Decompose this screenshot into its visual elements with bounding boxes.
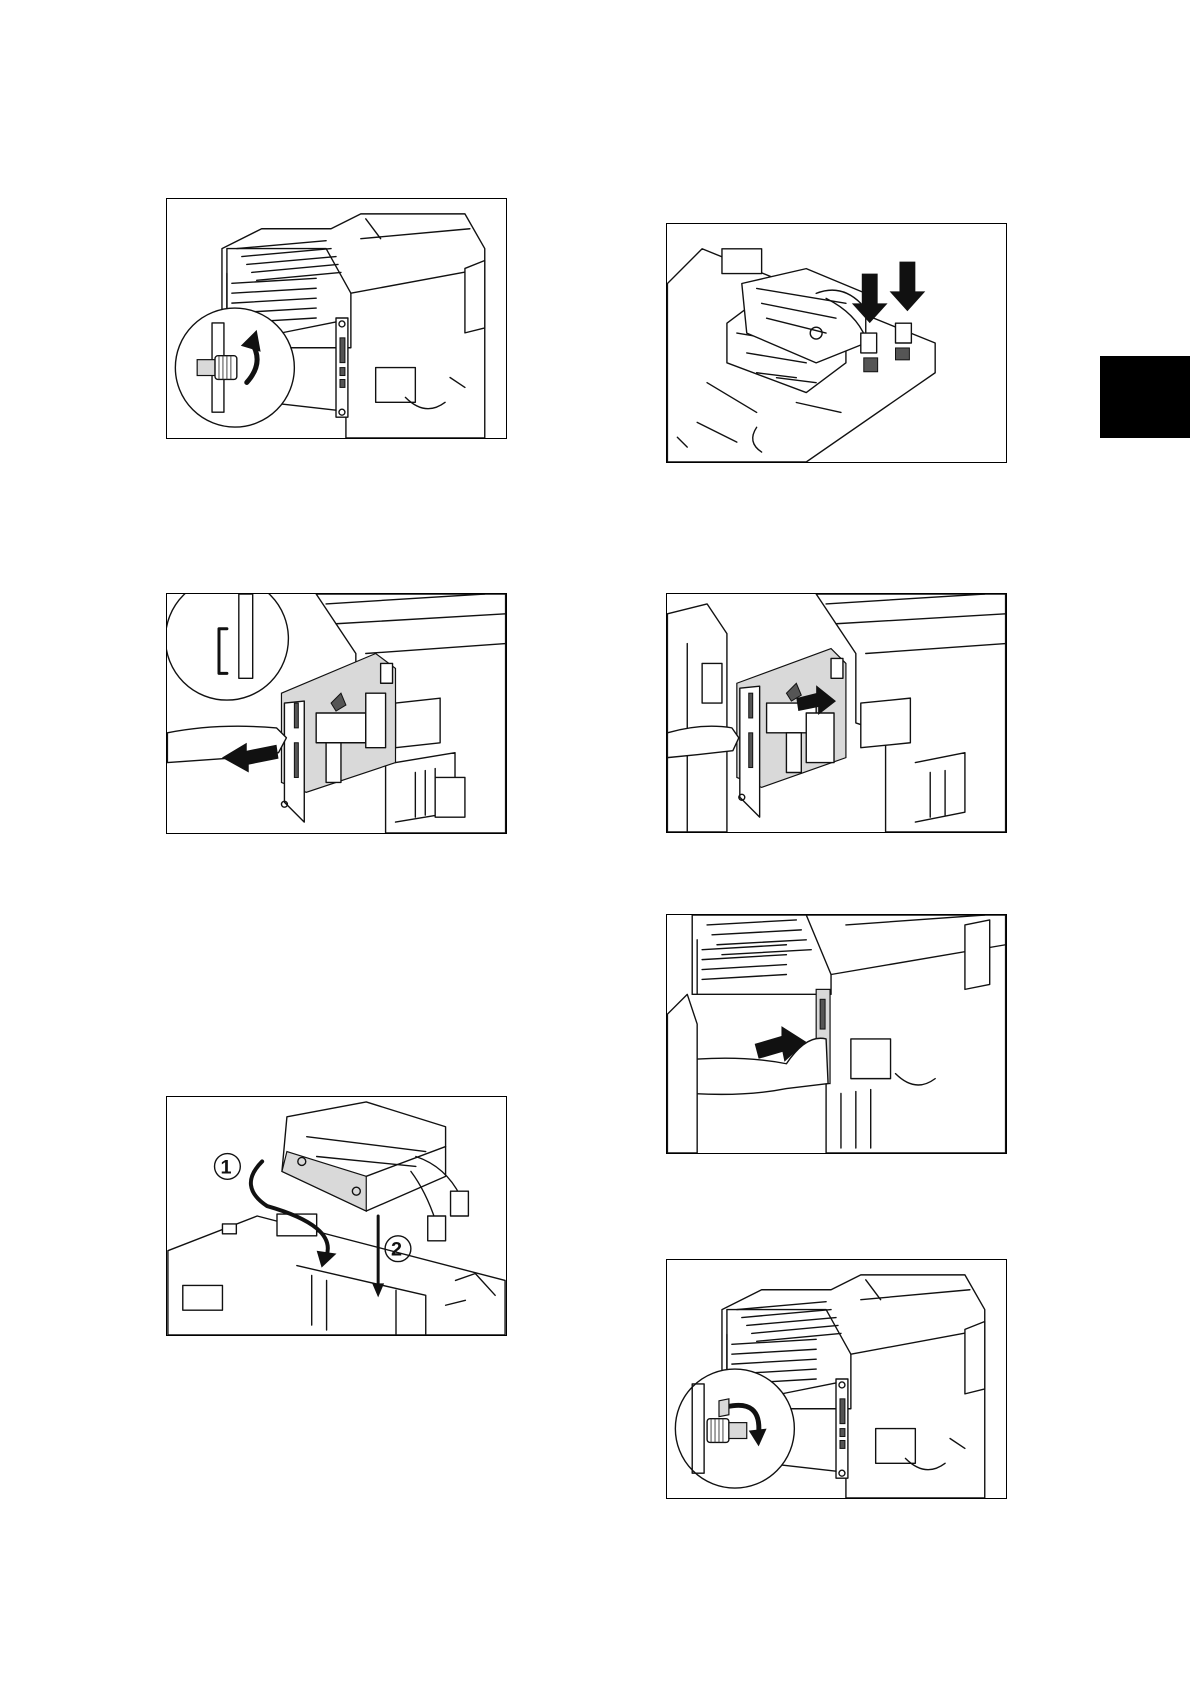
thumbscrew-icon [707, 1419, 747, 1443]
hdd-installation-illustration: 1 2 [167, 1097, 506, 1335]
step-1-label: 1 [215, 1154, 241, 1180]
down-arrow-icon [890, 262, 926, 312]
chapter-index-tab [1100, 356, 1190, 438]
tighten-screw-illustration [667, 1260, 1006, 1498]
figure-loosen-screws [166, 198, 507, 439]
figure-attach-hdd-kit: 1 2 [166, 1096, 507, 1336]
board-removal-illustration [167, 594, 506, 833]
svg-text:1: 1 [220, 1156, 231, 1178]
figure-connect-cables [666, 223, 1007, 463]
figure-push-board-in [666, 914, 1007, 1154]
board-insertion-illustration [667, 594, 1006, 832]
printer-screw-illustration [167, 199, 506, 438]
controller-board-icon [737, 649, 846, 818]
figure-pull-out-board [166, 593, 507, 834]
thumbscrew-icon [197, 356, 237, 380]
step-2-label: 2 [385, 1236, 411, 1262]
svg-text:2: 2 [391, 1239, 402, 1261]
controller-board-icon [281, 654, 395, 823]
push-board-illustration [667, 915, 1006, 1153]
cable-connection-illustration [667, 224, 1006, 462]
figure-align-board [666, 593, 1007, 833]
hand-icon [667, 726, 738, 757]
figure-tighten-screws [666, 1259, 1007, 1499]
